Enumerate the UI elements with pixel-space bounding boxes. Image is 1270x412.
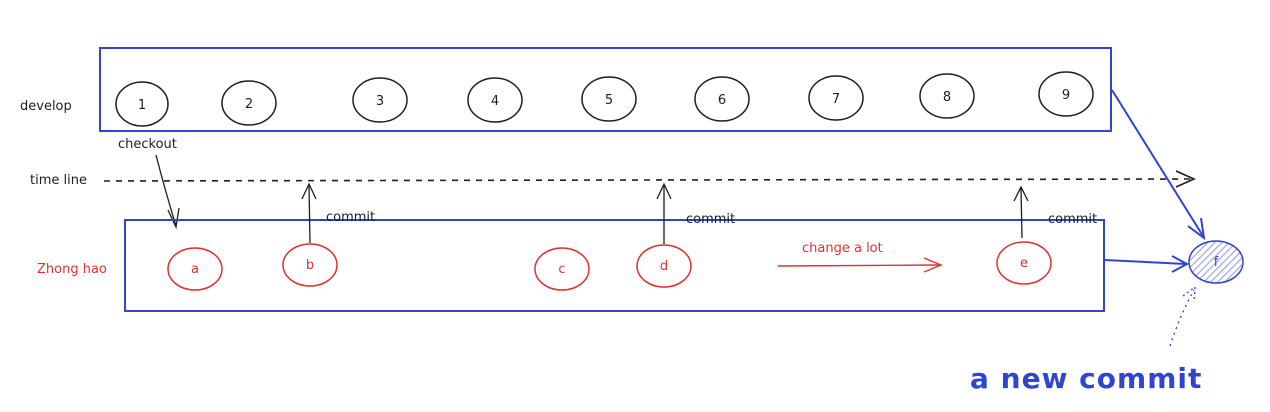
- checkout-arrowhead: [167, 207, 180, 230]
- change-label: change a lot: [802, 241, 883, 256]
- commit-arrow-3: [1020, 187, 1023, 239]
- branch-commit-d: d: [636, 244, 692, 288]
- branch-lane-label: Zhong hao: [37, 262, 107, 277]
- develop-commit-1: 1: [115, 81, 169, 127]
- branch-commit-c-label: c: [558, 262, 565, 277]
- develop-lane-box: [99, 47, 1112, 132]
- develop-to-merge-arrowhead: [1187, 217, 1206, 241]
- branch-commit-e-label: e: [1020, 256, 1028, 271]
- branch-commit-b: b: [282, 243, 338, 287]
- commit-arrow-1: [308, 184, 311, 244]
- commit-label-1: commit: [326, 210, 375, 225]
- branch-lane-box: [124, 219, 1105, 312]
- branch-commit-e: e: [996, 241, 1052, 285]
- branch-commit-c: c: [534, 247, 590, 291]
- commit-label-2: commit: [686, 212, 735, 227]
- develop-commit-8-label: 8: [943, 90, 951, 105]
- branch-to-merge-arrow: [1104, 259, 1187, 265]
- develop-commit-4-label: 4: [491, 94, 499, 109]
- checkout-label: checkout: [118, 137, 177, 152]
- develop-commit-3: 3: [352, 77, 408, 123]
- branch-commit-a-label: a: [191, 262, 199, 277]
- caption-pointer-arrowhead: [1182, 285, 1196, 303]
- develop-commit-2-label: 2: [245, 97, 253, 112]
- timeline-arrowhead: [1175, 170, 1196, 188]
- timeline-line: [103, 178, 1191, 182]
- merge-commit-f-label: f: [1214, 255, 1219, 270]
- caption-pointer: [1169, 289, 1195, 347]
- checkout-arrow: [155, 154, 177, 227]
- branch-commit-a: a: [167, 247, 223, 291]
- merge-caption: a new commit: [970, 362, 1202, 395]
- develop-to-merge-arrow: [1111, 89, 1204, 237]
- commit-arrowhead-1: [301, 182, 317, 200]
- develop-commit-8: 8: [919, 73, 975, 119]
- branch-commit-d-label: d: [660, 259, 668, 274]
- change-arrowhead: [923, 257, 943, 273]
- develop-commit-7-label: 7: [832, 92, 840, 107]
- commit-arrowhead-2: [656, 182, 672, 200]
- develop-commit-1-label: 1: [138, 98, 146, 113]
- merge-commit-f: f: [1188, 240, 1244, 284]
- change-arrow: [777, 264, 941, 267]
- commit-arrowhead-3: [1013, 185, 1029, 202]
- develop-commit-7: 7: [808, 75, 864, 121]
- develop-commit-6-label: 6: [718, 93, 726, 108]
- timeline-label: time line: [30, 173, 87, 188]
- develop-commit-5-label: 5: [605, 93, 613, 108]
- develop-commit-9: 9: [1038, 71, 1094, 117]
- branch-to-merge-arrowhead: [1171, 255, 1190, 273]
- develop-commit-4: 4: [467, 77, 523, 123]
- develop-commit-3-label: 3: [376, 94, 384, 109]
- develop-commit-9-label: 9: [1062, 88, 1070, 103]
- develop-commit-2: 2: [221, 80, 277, 126]
- develop-lane-label: develop: [20, 99, 72, 114]
- commit-label-3: commit: [1048, 212, 1097, 227]
- develop-commit-5: 5: [581, 76, 637, 122]
- develop-commit-6: 6: [694, 76, 750, 122]
- branch-commit-b-label: b: [306, 258, 314, 273]
